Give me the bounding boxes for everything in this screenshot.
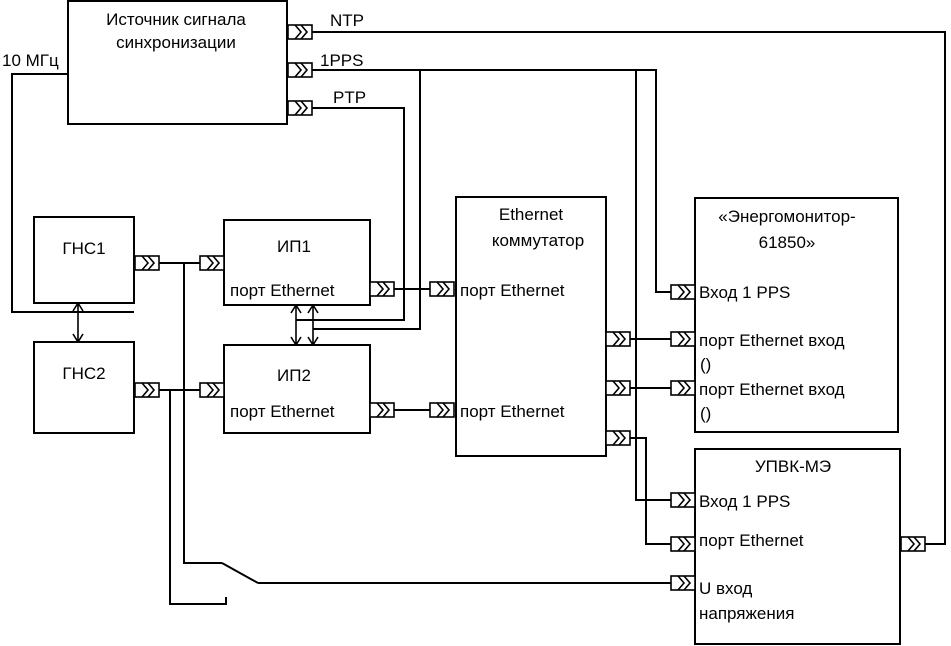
pps-connector bbox=[287, 62, 313, 78]
pps-label: 1PPS bbox=[320, 51, 363, 70]
pps-branch-ip bbox=[313, 70, 421, 330]
energomonitor-eth2-connector bbox=[670, 380, 696, 396]
upvk-eth-label: порт Ethernet bbox=[699, 531, 804, 550]
gns2-drop bbox=[169, 390, 227, 605]
switch-port1-label: порт Ethernet bbox=[460, 281, 565, 300]
energomonitor-eth2-sub: () bbox=[700, 404, 711, 423]
gns2-block bbox=[33, 341, 135, 434]
ip-sync-arrow-1 bbox=[290, 303, 302, 347]
switch-port2-connector bbox=[429, 402, 455, 418]
switch-out3-connector bbox=[605, 430, 631, 446]
energomonitor-eth2-label: порт Ethernet вход bbox=[699, 380, 845, 399]
sync-source-title-line2: синхронизации bbox=[116, 33, 236, 52]
ntp-line bbox=[312, 31, 946, 545]
switch-title-line2: коммутатор bbox=[492, 231, 584, 250]
energomonitor-eth1-connector bbox=[670, 331, 696, 347]
ip2-port-label: порт Ethernet bbox=[230, 402, 335, 421]
upvk-u-connector bbox=[670, 575, 696, 591]
ip2-in-connector bbox=[199, 382, 225, 398]
pps-line bbox=[312, 69, 671, 293]
switch-out1-connector bbox=[605, 331, 631, 347]
energomonitor-pps-label: Вход 1 PPS bbox=[699, 283, 790, 302]
switch-port2-label: порт Ethernet bbox=[460, 402, 565, 421]
ptp-connector bbox=[287, 100, 313, 116]
switch-port1-connector bbox=[429, 281, 455, 297]
energomonitor-title-line1: «Энергомонитор- bbox=[718, 207, 855, 226]
ip2-title: ИП2 bbox=[277, 366, 311, 385]
gns2-label: ГНС2 bbox=[62, 364, 105, 383]
ref10-label: 10 МГц bbox=[2, 51, 59, 70]
ip1-block bbox=[223, 219, 371, 306]
ip1-port-label: порт Ethernet bbox=[230, 281, 335, 300]
sync-source-block bbox=[67, 0, 288, 125]
gns-sync-arrow bbox=[72, 301, 84, 344]
energomonitor-pps-connector bbox=[670, 284, 696, 300]
gns1-drop bbox=[183, 263, 222, 564]
voltage-switch bbox=[221, 562, 259, 584]
gns2-out-connector bbox=[134, 382, 160, 398]
upvk-eth-connector bbox=[670, 536, 696, 552]
ntp-connector bbox=[287, 24, 313, 40]
gns1-label: ГНС1 bbox=[62, 239, 105, 258]
gns1-block bbox=[33, 216, 135, 304]
upvk-pps-connector bbox=[670, 492, 696, 508]
ip-sync-arrow-2 bbox=[307, 303, 319, 347]
upvk-ntp-connector bbox=[900, 536, 926, 552]
switch-out2-connector bbox=[605, 380, 631, 396]
energomonitor-eth1-label: порт Ethernet вход bbox=[699, 331, 845, 350]
pps-branch-upvk bbox=[635, 70, 671, 501]
ip2-eth-connector bbox=[369, 402, 395, 418]
gns1-out-connector bbox=[134, 255, 160, 271]
ip1-title: ИП1 bbox=[277, 237, 311, 256]
upvk-title: УПВК-МЭ bbox=[755, 457, 831, 476]
ip1-eth-connector bbox=[369, 281, 395, 297]
ptp-line bbox=[296, 107, 405, 321]
ref10-line bbox=[11, 73, 134, 313]
upvk-pps-label: Вход 1 PPS bbox=[699, 492, 790, 511]
energomonitor-block bbox=[694, 197, 899, 433]
switch-title-line1: Ethernet bbox=[499, 205, 564, 224]
energomonitor-eth1-sub: () bbox=[700, 355, 711, 374]
ptp-label: PTP bbox=[333, 88, 366, 107]
switch-upvk-eth bbox=[630, 437, 671, 545]
sync-source-title-line1: Источник сигнала bbox=[106, 10, 246, 29]
upvk-u-input-line2: напряжения bbox=[699, 604, 794, 623]
ntp-label: NTP bbox=[330, 11, 364, 30]
ethernet-switch-block bbox=[455, 196, 607, 457]
ip1-in-connector bbox=[199, 255, 225, 271]
energomonitor-title-line2: 61850» bbox=[759, 233, 816, 252]
upvk-u-input-line1: U вход bbox=[699, 579, 752, 598]
